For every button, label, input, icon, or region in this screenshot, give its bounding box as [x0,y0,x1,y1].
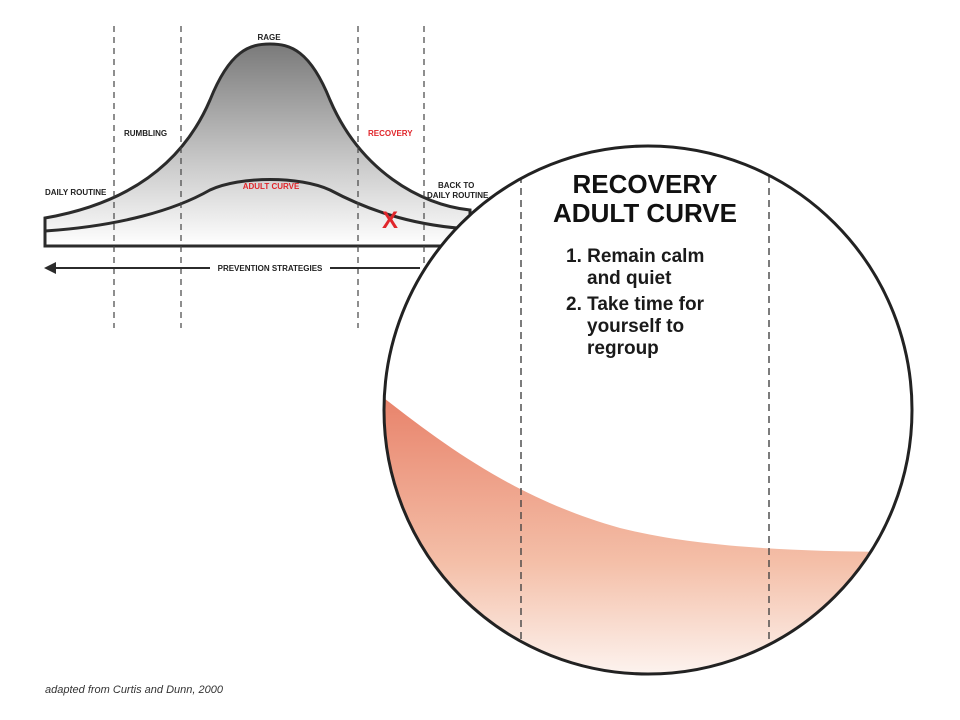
label-daily-routine-2: DAILY ROUTINE [427,191,489,200]
adult-curve [44,178,471,233]
x-marker-icon: X [382,207,398,234]
label-adult-curve: ADULT CURVE [243,182,300,191]
label-daily-routine: DAILY ROUTINE [45,188,107,197]
step-2-line2: yourself to [587,316,684,337]
label-rumbling: RUMBLING [124,129,167,138]
arrow-label-bg [210,262,330,274]
zoom-title-line2: ADULT CURVE [553,198,737,228]
adult-curve-zoomed [384,395,912,674]
label-prevention-strategies: PREVENTION STRATEGIES [218,264,323,273]
zoom-title-line1: RECOVERY [573,169,718,199]
label-rage: RAGE [257,33,281,42]
label-back-to: BACK TO [438,181,474,190]
source-credit: adapted from Curtis and Dunn, 2000 [45,684,223,696]
step-1-line2: and quiet [587,268,672,289]
escalation-curve [43,42,472,248]
step-2-line3: regroup [587,338,659,359]
arrow-left-icon [44,262,56,274]
magnifier-rim [382,144,914,676]
label-recovery: RECOVERY [368,129,413,138]
step-1-line1: 1. Remain calm [566,246,704,267]
magnifier-lens: RECOVERY ADULT CURVE 1. Remain calm and … [382,144,914,676]
step-2-line1: 2. Take time for [566,294,705,315]
